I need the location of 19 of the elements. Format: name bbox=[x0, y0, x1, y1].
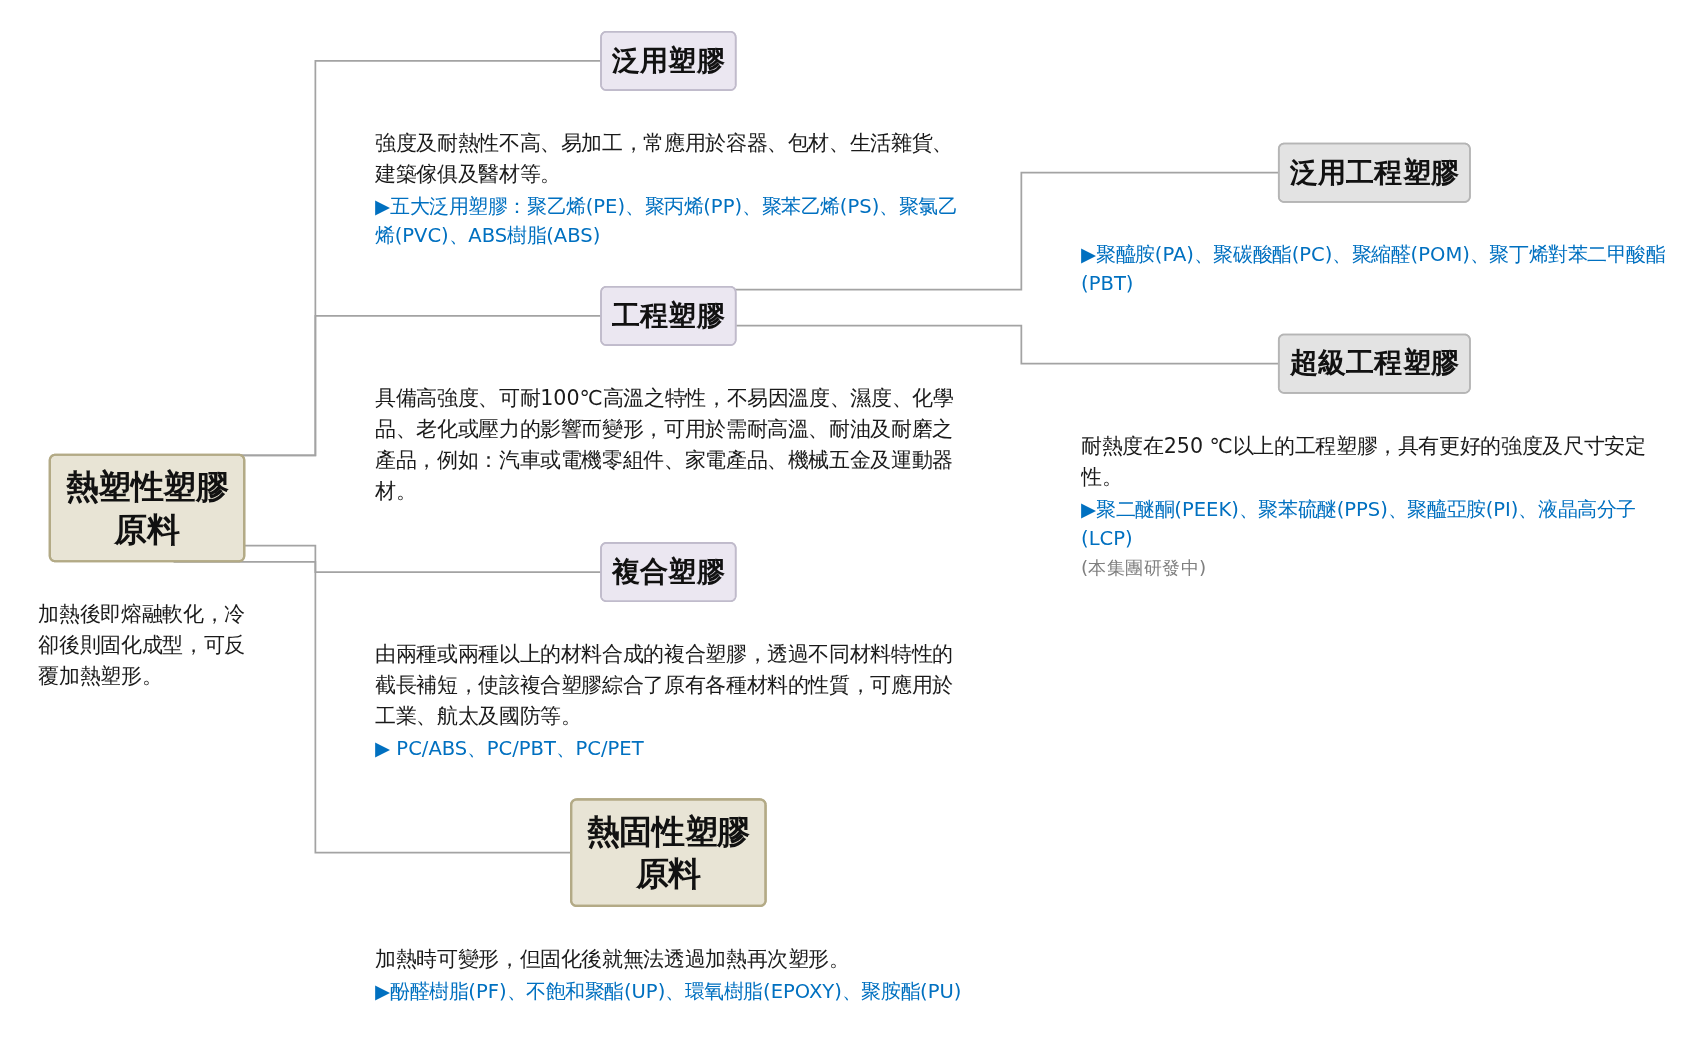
description-text: 耐熱度在250 ℃以上的工程塑膠，具有更好的強度及尺寸安定性。 bbox=[1081, 432, 1647, 490]
node-label: 泛用塑膠 bbox=[611, 42, 725, 79]
description-text: 強度及耐熱性不高、易加工，常應用於容器、包材、生活雜貨、建築傢俱及醫材等。 bbox=[375, 129, 954, 188]
node-label: 工程塑膠 bbox=[611, 297, 725, 334]
description-text: 具備高強度、可耐100℃高溫之特性，不易因溫度、濕度、化學品、老化或壓力的影響而變形，可用於需耐高溫、耐油及耐磨之產品，例如：汽車或電機零組件、家電產品、機械五金及運動器材。 bbox=[375, 384, 955, 505]
node-label: 超級工程塑膠 bbox=[1289, 345, 1460, 381]
example-list: ▶ PC/ABS、PC/PBT、PC/PET bbox=[375, 733, 962, 763]
node-label: 熱固性塑膠原料 bbox=[585, 811, 751, 895]
description-text: 加熱時可變形，但固化後就無法透過加熱再次塑形。 bbox=[375, 945, 851, 972]
node-label: 熱塑性塑膠原料 bbox=[64, 466, 230, 551]
example-list: ▶五大泛用塑膠：聚乙烯(PE)、聚丙烯(PP)、聚苯乙烯(PS)、聚氯乙烯(PVC)、ABS樹脂(ABS) bbox=[375, 191, 962, 250]
node-label: 複合塑膠 bbox=[611, 553, 725, 590]
example-list: ▶聚醯胺(PA)、聚碳酸酯(PC)、聚縮醛(POM)、聚丁烯對苯二甲酸酯(PBT) bbox=[1081, 238, 1668, 298]
description-text: 由兩種或兩種以上的材料合成的複合塑膠，透過不同材料特性的截長補短，使該複合塑膠綜合了原有各種材料的性質，可應用於工業、航太及國防等。 bbox=[375, 640, 954, 730]
description-text: 加熱後即熔融軟化，冷卻後則固化成型，可反覆加熱塑形。 bbox=[38, 600, 246, 690]
note-text: (本集團研發中) bbox=[1081, 555, 1208, 581]
node-label: 泛用工程塑膠 bbox=[1289, 154, 1460, 191]
example-list: ▶酚醛樹脂(PF)、不飽和聚酯(UP)、環氧樹脂(EPOXY)、聚胺酯(PU) bbox=[375, 975, 962, 1006]
example-list: ▶聚二醚酮(PEEK)、聚苯硫醚(PPS)、聚醯亞胺(PI)、液晶高分子(LCP) bbox=[1081, 493, 1668, 553]
